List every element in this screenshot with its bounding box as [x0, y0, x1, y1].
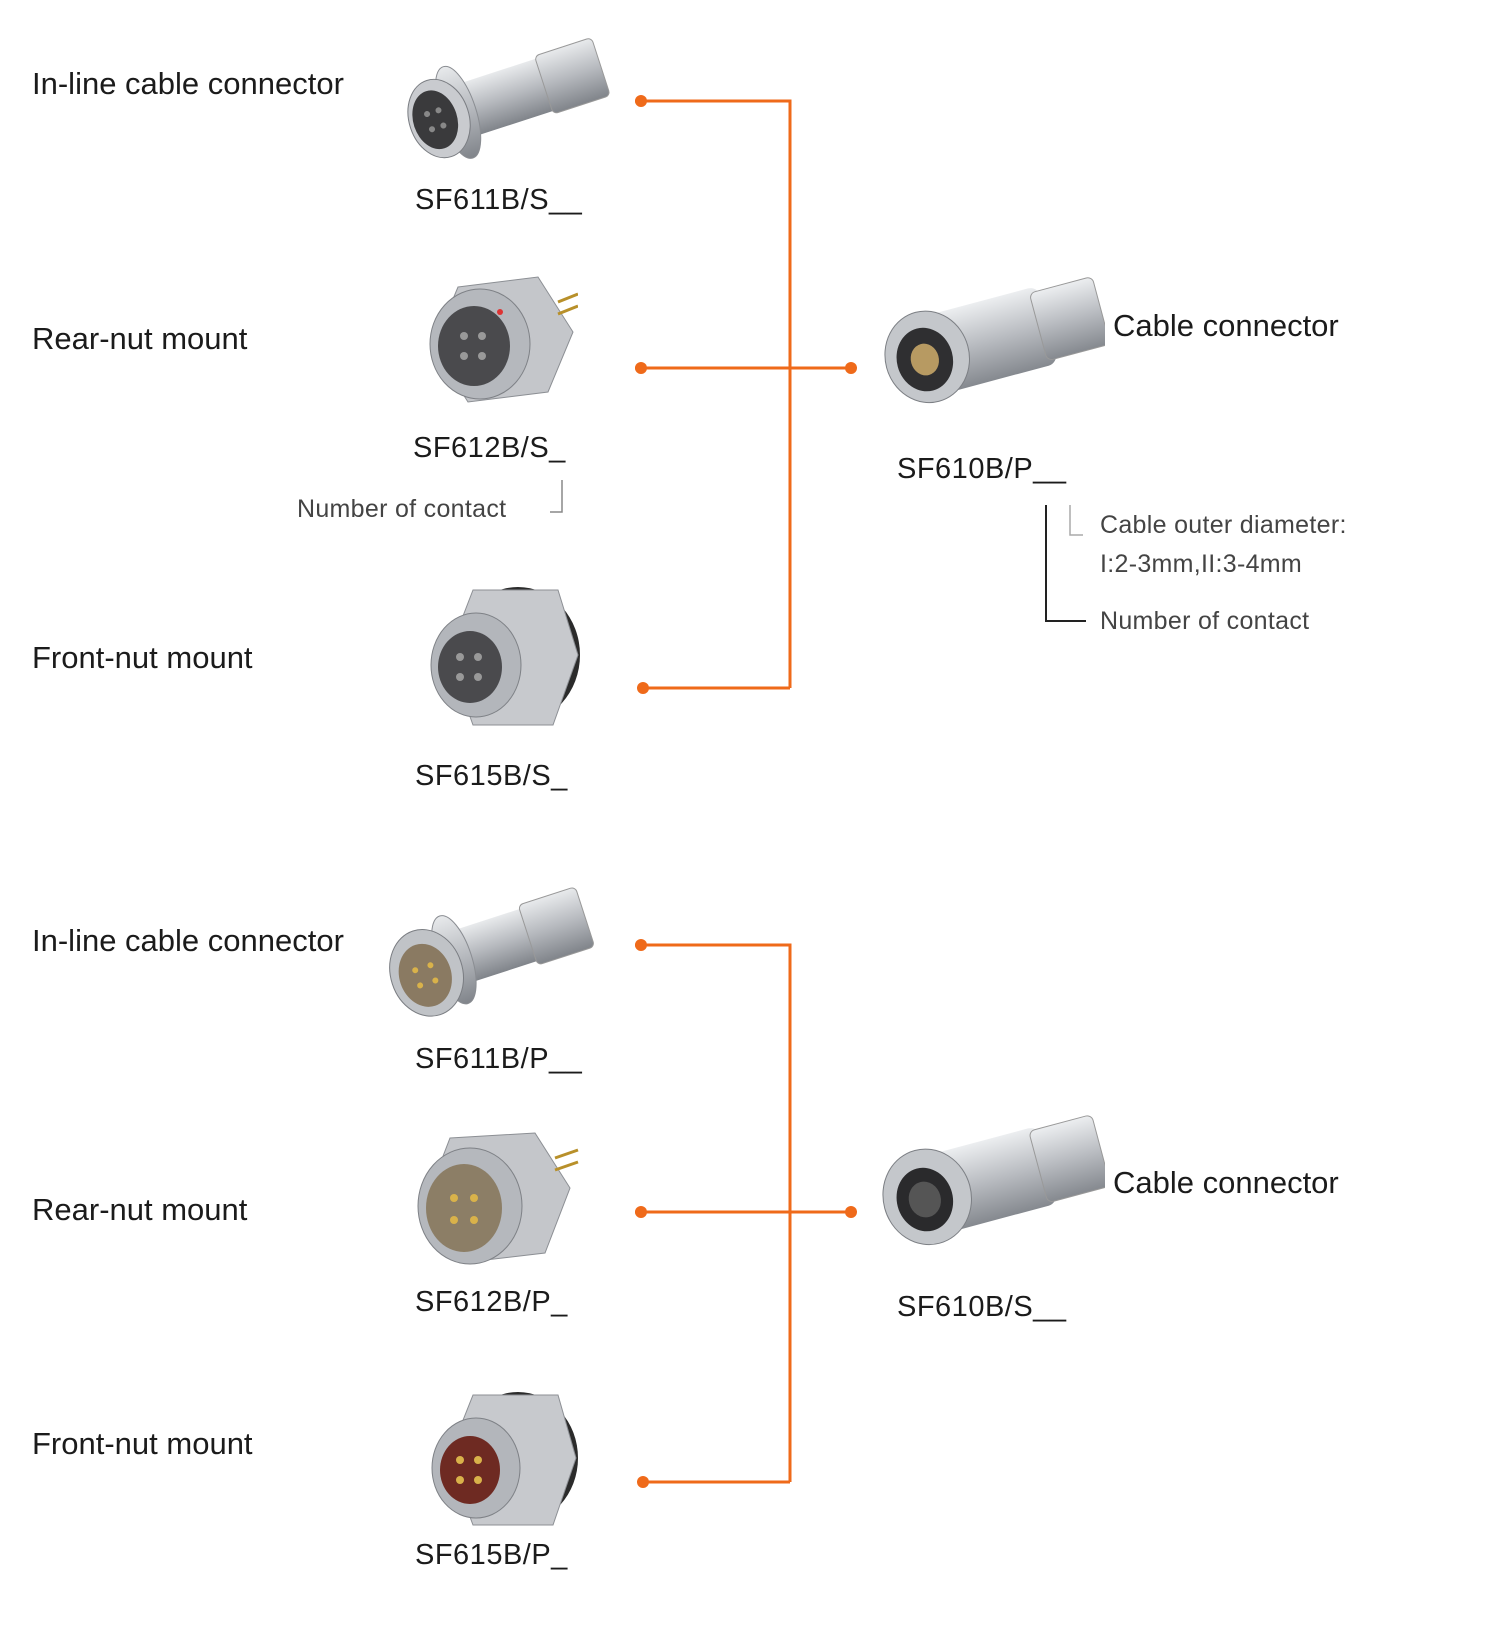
group2-rear-code: SF612B/P_ — [415, 1286, 568, 1318]
inline-cable-connector-plug-photo — [389, 887, 594, 1017]
dot-rear-2 — [635, 1206, 647, 1218]
group1-diameter-note-line1: Cable outer diameter: — [1100, 511, 1347, 539]
group1-rear-label: Rear-nut mount — [32, 321, 248, 356]
rear-nut-mount-socket-photo — [429, 276, 578, 403]
group2-inline-code: SF611B/P__ — [415, 1043, 583, 1075]
group1-contacts-note: Number of contact — [1100, 607, 1310, 635]
bracket-left-contacts — [550, 480, 563, 513]
line-inline-1 — [635, 99, 792, 688]
dot-inline-1 — [635, 95, 647, 107]
group2-connection-lines — [635, 939, 857, 1488]
inline-cable-connector-socket-photo — [407, 38, 610, 159]
dot-rear-1 — [635, 362, 647, 374]
group1-cable-label: Cable connector — [1113, 308, 1339, 343]
bracket-diameter — [1069, 505, 1083, 536]
group1-inline-label: In-line cable connector — [32, 66, 344, 101]
group2-inline-label: In-line cable connector — [32, 923, 344, 958]
group2-front-code: SF615B/P_ — [415, 1539, 568, 1571]
group2-cable-code: SF610B/S__ — [897, 1291, 1067, 1323]
dot-front-1 — [637, 682, 649, 694]
rear-nut-mount-plug-photo — [417, 1132, 579, 1265]
cable-connector-plug-photo — [884, 277, 1105, 404]
group2-rear-label: Rear-nut mount — [32, 1192, 248, 1227]
group2-front-label: Front-nut mount — [32, 1426, 253, 1461]
cable-connector-socket-photo — [882, 1115, 1105, 1246]
dot-cable-1 — [845, 362, 857, 374]
front-nut-mount-plug-photo — [431, 1392, 578, 1526]
group1-front-label: Front-nut mount — [32, 640, 253, 675]
group1-inline-code: SF611B/S__ — [415, 184, 583, 216]
front-nut-mount-socket-photo — [430, 587, 580, 726]
bracket-contacts — [1045, 505, 1086, 622]
group1-rear-code: SF612B/S_ — [413, 432, 566, 464]
dot-front-2 — [637, 1476, 649, 1488]
group1-diameter-note-line2: I:2-3mm,II:3-4mm — [1100, 550, 1303, 578]
dot-cable-2 — [845, 1206, 857, 1218]
dot-inline-2 — [635, 939, 647, 951]
group2-cable-label: Cable connector — [1113, 1165, 1339, 1200]
line-inline-2 — [635, 943, 792, 1482]
group1-connection-lines — [635, 95, 857, 694]
group1-front-code: SF615B/S_ — [415, 760, 568, 792]
group1-cable-code: SF610B/P__ — [897, 453, 1067, 485]
group1-left-contacts-note: Number of contact — [297, 495, 507, 523]
